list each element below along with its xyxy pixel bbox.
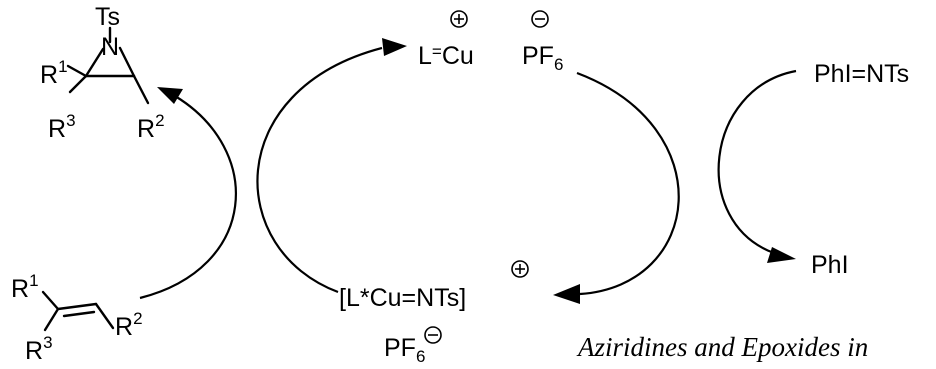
copper-catalyst: L=Cu PF6 — [418, 10, 563, 74]
aziridine-r2-symbol: R — [137, 115, 155, 143]
cycle-arrowhead-to-catalyst — [382, 38, 407, 56]
aziridine-ts-label: Ts — [95, 3, 120, 31]
oxidant-arrowhead — [767, 247, 796, 263]
nitrene-counterion: PF6 — [384, 334, 425, 366]
alkene-r1-symbol: R — [11, 275, 29, 303]
catalyst-copper: Cu — [442, 42, 474, 70]
aziridine-r3-superscript: 3 — [66, 111, 75, 130]
alkene-to-aziridine-arc — [139, 95, 237, 300]
catalyst-negative-charge-icon — [531, 10, 549, 28]
alkene-r2-superscript: 2 — [133, 309, 142, 328]
nitrene-positive-charge-icon — [511, 260, 529, 278]
byproduct-label: PhI — [811, 251, 849, 279]
bond-c1-r3 — [43, 307, 60, 332]
alkene-r2-symbol: R — [115, 313, 133, 341]
alkene-r3-symbol: R — [25, 337, 43, 365]
nitrene-counterion-symbol: PF — [384, 334, 416, 362]
nitrene-counterion-subscript: 6 — [416, 347, 425, 366]
alkene-r3-superscript: 3 — [43, 333, 52, 352]
alkene-substrate: R1 R3 R2 — [11, 271, 143, 365]
catalyst-counterion-subscript: 6 — [554, 55, 563, 74]
bond-c2-r3 — [68, 74, 88, 94]
catalyst-positive-charge-icon — [450, 10, 468, 28]
aziridine-product: Ts N R1 R3 R2 — [40, 3, 165, 143]
catalyst-bond-symbol: = — [432, 42, 442, 61]
oxidant-arc — [717, 69, 797, 255]
aziridine-r2-label: R2 — [137, 111, 165, 143]
aziridine-r2-superscript: 2 — [155, 111, 164, 130]
alkene-r1-label: R1 — [11, 271, 39, 303]
bond-c2-r1 — [66, 64, 88, 78]
copper-nitrene-complex: [L*Cu=NTs] PF6 — [339, 260, 529, 366]
oxidant-arrow — [717, 69, 797, 263]
aziridine-r1-superscript: 1 — [58, 57, 67, 76]
catalytic-cycle-left-arc — [256, 38, 407, 294]
catalytic-cycle-right-arc — [553, 71, 680, 304]
alkene-r1-superscript: 1 — [29, 271, 38, 290]
aziridine-n-atom: N — [101, 33, 119, 61]
aziridine-r3-label: R3 — [48, 111, 76, 143]
cycle-arrowhead-to-nitrene — [553, 284, 580, 304]
aziridine-r1-label: R1 — [40, 57, 68, 89]
bond-n-c3 — [118, 46, 136, 78]
reagent-label: PhI=NTs — [814, 60, 909, 88]
bond-c1-c2 — [56, 302, 98, 311]
alkene-r2-label: R2 — [115, 309, 143, 341]
alkene-to-aziridine-arrowhead — [157, 87, 183, 104]
cycle-arc-nitrene-to-catalyst — [256, 46, 383, 294]
aziridine-r1-symbol: R — [40, 61, 58, 89]
alkene-to-aziridine-arrow — [139, 87, 237, 300]
bond-c2-n — [84, 47, 105, 78]
nitrene-negative-charge-icon — [424, 326, 442, 344]
alkene-r3-label: R3 — [25, 333, 53, 365]
catalyst-formula: L=Cu — [418, 42, 474, 70]
bond-c1-r1 — [41, 290, 60, 311]
catalyst-ligand: L — [418, 42, 432, 70]
bond-c2-r2 — [94, 302, 115, 330]
cycle-arc-catalyst-to-nitrene — [576, 71, 680, 296]
nitrene-complex-formula: [L*Cu=NTs] — [339, 284, 466, 312]
aziridine-r3-symbol: R — [48, 115, 66, 143]
catalyst-counterion-symbol: PF — [522, 42, 554, 70]
caption-text: Aziridines and Epoxides in — [576, 332, 868, 362]
catalyst-counterion: PF6 — [522, 42, 563, 74]
bond-c1-c2-double — [62, 310, 96, 318]
bond-c3-r2 — [132, 74, 150, 105]
